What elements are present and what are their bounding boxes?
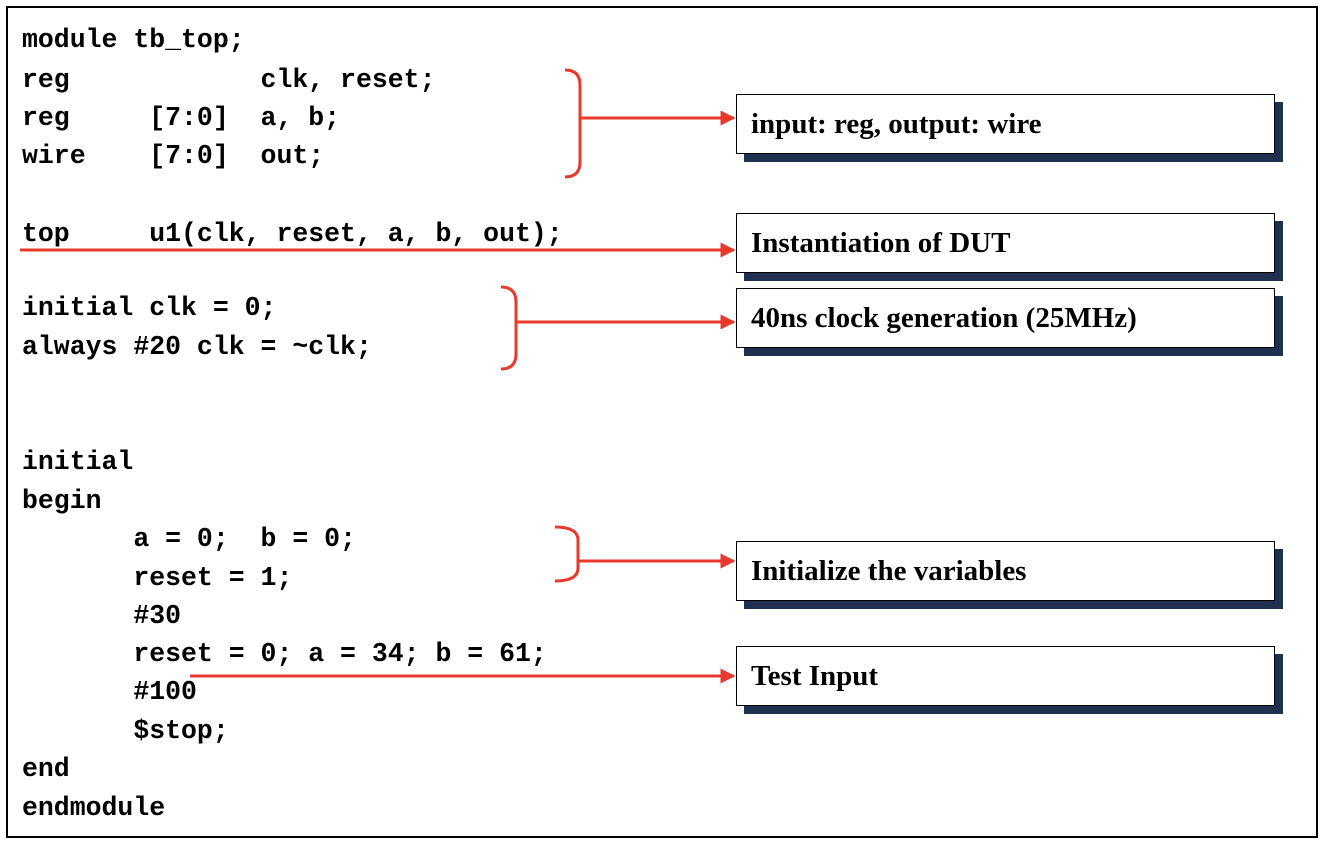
code-line: initial clk = 0; [22, 293, 277, 323]
callout-label: Initialize the variables [736, 541, 1275, 601]
callout-label: 40ns clock generation (25MHz) [736, 288, 1275, 348]
callout-label: Test Input [736, 646, 1275, 706]
code-line: reset = 1; [22, 563, 293, 593]
code-line: a = 0; b = 0; [22, 524, 356, 554]
code-line: reg [7:0] a, b; [22, 103, 341, 133]
callout-initialize: Initialize the variables [736, 541, 1283, 609]
callout-label: input: reg, output: wire [736, 94, 1275, 154]
code-line: reg clk, reset; [22, 65, 436, 95]
code-line: top u1(clk, reset, a, b, out); [22, 219, 563, 249]
code-line: endmodule [22, 793, 166, 823]
callout-clock-generation: 40ns clock generation (25MHz) [736, 288, 1283, 356]
code-line: wire [7:0] out; [22, 141, 325, 171]
brace-initialize [554, 525, 736, 583]
callout-test-input: Test Input [736, 646, 1283, 714]
code-line: end [22, 754, 70, 784]
code-line: #30 [22, 601, 182, 631]
code-line: #100 [22, 677, 197, 707]
code-line: always #20 clk = ~clk; [22, 332, 372, 362]
brace-declarations [564, 68, 736, 179]
code-line: reset = 0; a = 34; b = 61; [22, 639, 547, 669]
callout-io-types: input: reg, output: wire [736, 94, 1283, 162]
code-line: begin [22, 486, 102, 516]
code-line: module tb_top; [22, 25, 245, 55]
callout-label: Instantiation of DUT [736, 213, 1275, 273]
brace-clock [500, 285, 736, 371]
callout-instantiation: Instantiation of DUT [736, 213, 1283, 281]
code-line: initial [22, 447, 134, 477]
code-line: $stop; [22, 716, 229, 746]
